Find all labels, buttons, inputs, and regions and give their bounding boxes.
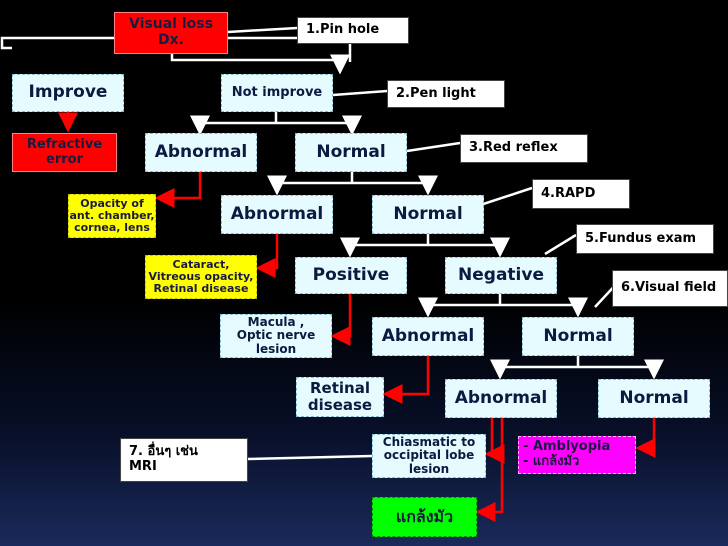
step-5-label: 5.Fundus exam bbox=[576, 224, 714, 254]
macula-node: Macula , Optic nerve lesion bbox=[220, 314, 332, 358]
step-2-label: 2.Pen light bbox=[387, 80, 505, 108]
step-3-label: 3.Red reflex bbox=[460, 134, 588, 163]
retinal-disease-node: Retinal disease bbox=[296, 377, 384, 417]
opacity-node: Opacity of ant. chamber, cornea, lens bbox=[68, 194, 156, 238]
abnormal-3-node: Abnormal bbox=[372, 317, 484, 356]
step-4-label: 4.RAPD bbox=[532, 179, 630, 209]
step-7-label: 7. อื่นๆ เช่น MRI bbox=[120, 438, 248, 482]
normal-1-node: Normal bbox=[295, 133, 407, 172]
improve-node: Improve bbox=[12, 74, 124, 112]
step-6-label: 6.Visual field bbox=[612, 270, 728, 307]
positive-node: Positive bbox=[295, 257, 407, 294]
malingering-node: แกล้งมัว bbox=[372, 497, 477, 537]
not-improve-node: Not improve bbox=[221, 74, 333, 112]
chiasmatic-node: Chiasmatic to occipital lobe lesion bbox=[372, 434, 486, 478]
normal-2-node: Normal bbox=[372, 195, 484, 234]
amblyopia-node: - Amblyopia - แกล้งมัว bbox=[518, 436, 636, 474]
normal-3-node: Normal bbox=[522, 317, 634, 356]
normal-4-node: Normal bbox=[598, 379, 710, 418]
abnormal-4-node: Abnormal bbox=[445, 379, 557, 418]
refractive-error-node: Refractive error bbox=[12, 133, 117, 172]
step-1-label: 1.Pin hole bbox=[297, 17, 409, 44]
cataract-node: Cataract, Vitreous opacity, Retinal dise… bbox=[145, 255, 257, 299]
negative-node: Negative bbox=[445, 257, 557, 294]
visual-loss-node: Visual loss Dx. bbox=[114, 12, 228, 54]
abnormal-2-node: Abnormal bbox=[221, 195, 333, 234]
abnormal-1-node: Abnormal bbox=[145, 133, 257, 172]
